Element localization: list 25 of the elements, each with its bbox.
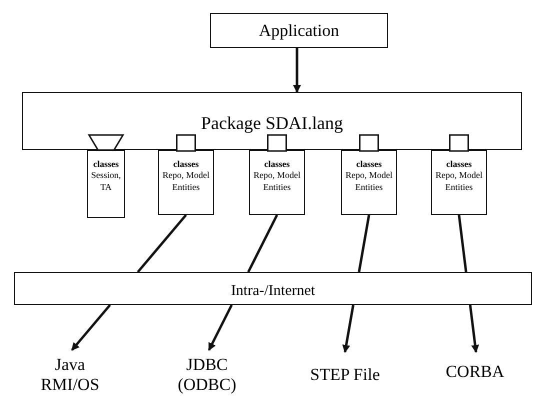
target-text: STEP File [310,365,380,385]
class-text: Repo, Model Entities [162,170,210,193]
network-title: Intra-/Internet [230,282,316,300]
class-text: Repo, Model Entities [252,170,302,193]
class-text: Repo, Model Entities [344,170,394,193]
target-text: JDBC (ODBC) [176,355,238,395]
connector-arrow [293,48,301,93]
class-text: classes [93,159,119,170]
connector-arrow [468,304,480,353]
package-title: Package SDAI.lang [201,113,343,134]
class-text: classes [264,159,290,170]
target-text: Java RMI/OS [40,355,100,395]
class-text: Repo, Model Entities [434,170,484,193]
network-band [14,272,532,305]
box-title: Application [258,20,340,40]
connector-arrow [342,304,354,353]
class-text: classes [356,159,382,170]
connector-arrow [71,304,111,351]
target-text: CORBA [446,362,504,382]
class-text: classes [446,159,472,170]
class-text: Session, TA [90,170,122,193]
class-text: classes [173,159,199,170]
application-box [210,13,388,48]
package-band [22,92,522,150]
connector-arrow [208,304,233,351]
